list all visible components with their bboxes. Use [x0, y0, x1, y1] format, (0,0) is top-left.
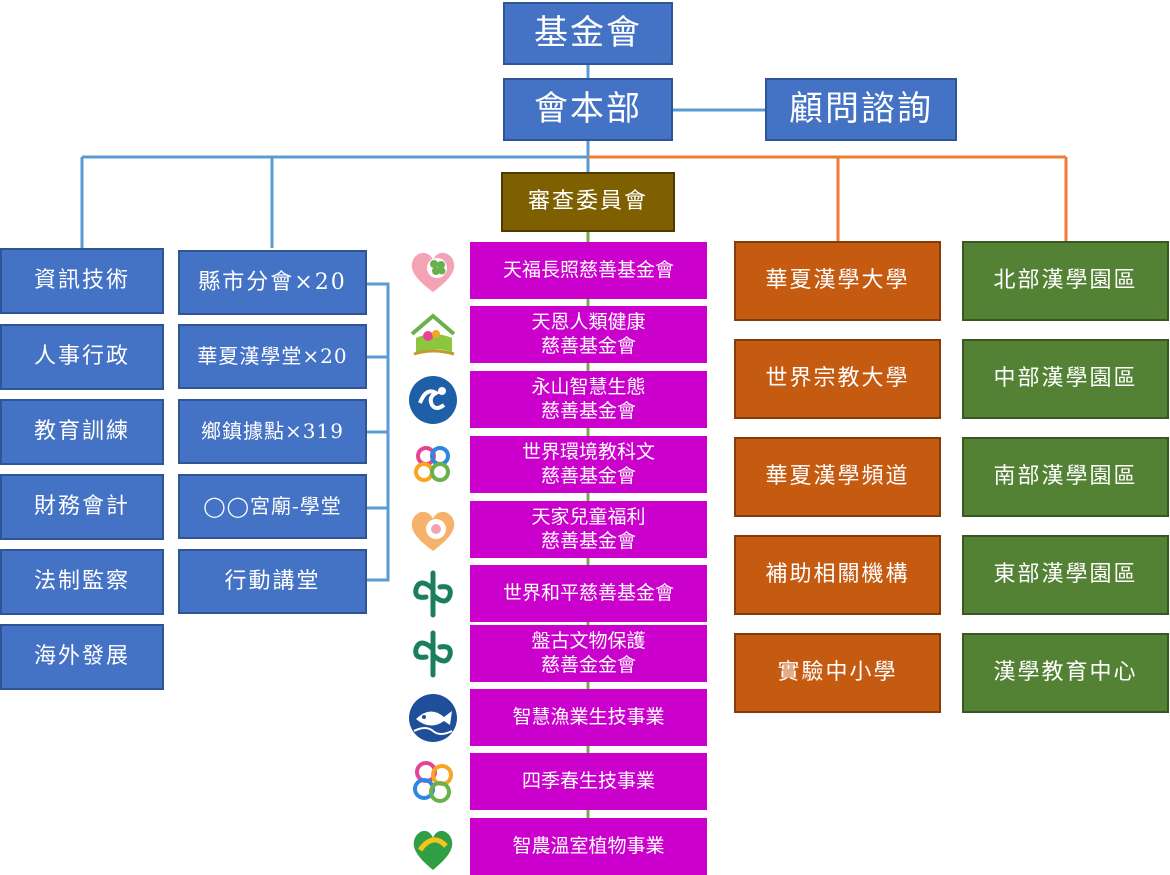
- branch-box: 華夏漢學堂×20: [178, 324, 367, 389]
- university-label: 實驗中小學: [777, 660, 898, 686]
- foundation-item-line2: 慈善基金會: [540, 334, 636, 357]
- university-label: 補助相關機構: [765, 562, 910, 588]
- foundation-item-line2: 慈善基金會: [540, 399, 636, 422]
- park-box: 北部漢學園區: [962, 241, 1169, 321]
- admin-dept-box: 法制監察: [0, 549, 164, 615]
- branch-label: 縣市分會×20: [198, 269, 347, 295]
- branch-label: ◯◯宮廟-學堂: [203, 494, 342, 518]
- foundation-item-line2: 慈善基金會: [540, 529, 636, 552]
- park-box: 南部漢學園區: [962, 437, 1169, 517]
- admin-dept-label: 法制監察: [33, 569, 130, 595]
- foundation-item-box: 四季春生技事業: [470, 753, 707, 810]
- foundation-item-line1: 天福長照慈善基金會: [502, 258, 674, 281]
- review-committee-label: 審查委員會: [527, 189, 648, 215]
- foundation-item-box: 永山智慧生態慈善基金會: [470, 371, 707, 428]
- headquarters-box: 會本部: [503, 78, 673, 141]
- heart-clover-logo: [411, 252, 455, 292]
- flower-swirl-logo: [414, 446, 450, 482]
- review-committee-box: 審查委員會: [501, 172, 675, 232]
- park-label: 南部漢學園區: [993, 464, 1138, 490]
- fish-circle-logo: [409, 694, 457, 742]
- foundation-item-line1: 永山智慧生態: [531, 375, 646, 398]
- foundation-item-box: 盤古文物保護慈善金金會: [470, 625, 707, 682]
- foundation-item-line1: 盤古文物保護: [531, 629, 646, 652]
- branch-label: 鄉鎮據點×319: [201, 419, 344, 443]
- foundation-item-box: 世界和平慈善基金會: [470, 565, 707, 622]
- foundation-item-line1: 智慧漁業生技事業: [512, 705, 665, 728]
- university-box: 華夏漢學頻道: [734, 437, 941, 517]
- advisory-label: 顧問諮詢: [789, 89, 933, 130]
- heart-child-logo: [411, 511, 455, 551]
- foundation-item-box: 世界環境教科文慈善基金會: [470, 436, 707, 493]
- admin-dept-label: 教育訓練: [33, 419, 130, 445]
- foundation-item-line1: 天恩人類健康: [531, 310, 646, 333]
- admin-dept-label: 人事行政: [33, 344, 130, 370]
- branch-box: 行動講堂: [178, 549, 367, 614]
- branch-label: 行動講堂: [224, 568, 321, 594]
- admin-dept-box: 財務會計: [0, 474, 164, 540]
- foundation-item-box: 天福長照慈善基金會: [470, 242, 707, 299]
- university-box: 世界宗教大學: [734, 339, 941, 419]
- branch-label: 華夏漢學堂×20: [197, 344, 348, 368]
- branch-box: ◯◯宮廟-學堂: [178, 474, 367, 539]
- university-box: 華夏漢學大學: [734, 241, 941, 321]
- university-label: 華夏漢學頻道: [765, 464, 910, 490]
- foundation-item-line1: 世界和平慈善基金會: [502, 581, 674, 604]
- advisory-box: 顧問諮詢: [765, 78, 957, 141]
- park-box: 中部漢學園區: [962, 339, 1169, 419]
- park-label: 北部漢學園區: [993, 268, 1138, 294]
- foundation-item-box: 智農溫室植物事業: [470, 818, 707, 875]
- park-label: 漢學教育中心: [993, 660, 1138, 686]
- foundation-item-box: 天恩人類健康慈善基金會: [470, 306, 707, 363]
- park-box: 漢學教育中心: [962, 633, 1169, 713]
- house-flower-logo: [410, 313, 456, 356]
- foundation-label: 基金會: [534, 13, 642, 54]
- admin-dept-label: 資訊技術: [33, 268, 130, 294]
- park-label: 東部漢學園區: [993, 562, 1138, 588]
- foundation-item-box: 天家兒童福利慈善基金會: [470, 501, 707, 558]
- foundation-item-line1: 世界環境教科文: [521, 440, 655, 463]
- foundation-item-line1: 智農溫室植物事業: [512, 834, 665, 857]
- admin-dept-box: 教育訓練: [0, 399, 164, 465]
- admin-dept-box: 資訊技術: [0, 248, 164, 314]
- foundation-item-line2: 慈善金金會: [540, 653, 636, 676]
- foundation-box: 基金會: [503, 2, 673, 65]
- headquarters-label: 會本部: [534, 89, 642, 130]
- admin-dept-label: 海外發展: [33, 644, 130, 670]
- vine-knot-logo: [413, 630, 453, 678]
- park-box: 東部漢學園區: [962, 535, 1169, 615]
- university-label: 華夏漢學大學: [765, 268, 910, 294]
- admin-dept-label: 財務會計: [33, 494, 130, 520]
- vine-knot-logo: [413, 570, 453, 618]
- leaf-heart-logo: [413, 830, 453, 870]
- water-circle-logo: [409, 376, 457, 424]
- foundation-item-line2: 慈善基金會: [540, 464, 636, 487]
- university-box: 實驗中小學: [734, 633, 941, 713]
- branch-box: 鄉鎮據點×319: [178, 399, 367, 464]
- university-box: 補助相關機構: [734, 535, 941, 615]
- foundation-item-line1: 四季春生技事業: [521, 769, 655, 792]
- clover-petal-logo: [413, 761, 453, 803]
- university-label: 世界宗教大學: [765, 366, 910, 392]
- branch-box: 縣市分會×20: [178, 250, 367, 315]
- foundation-item-box: 智慧漁業生技事業: [470, 689, 707, 746]
- admin-dept-box: 人事行政: [0, 324, 164, 390]
- admin-dept-box: 海外發展: [0, 624, 164, 690]
- foundation-item-line1: 天家兒童福利: [531, 505, 646, 528]
- park-label: 中部漢學園區: [993, 366, 1138, 392]
